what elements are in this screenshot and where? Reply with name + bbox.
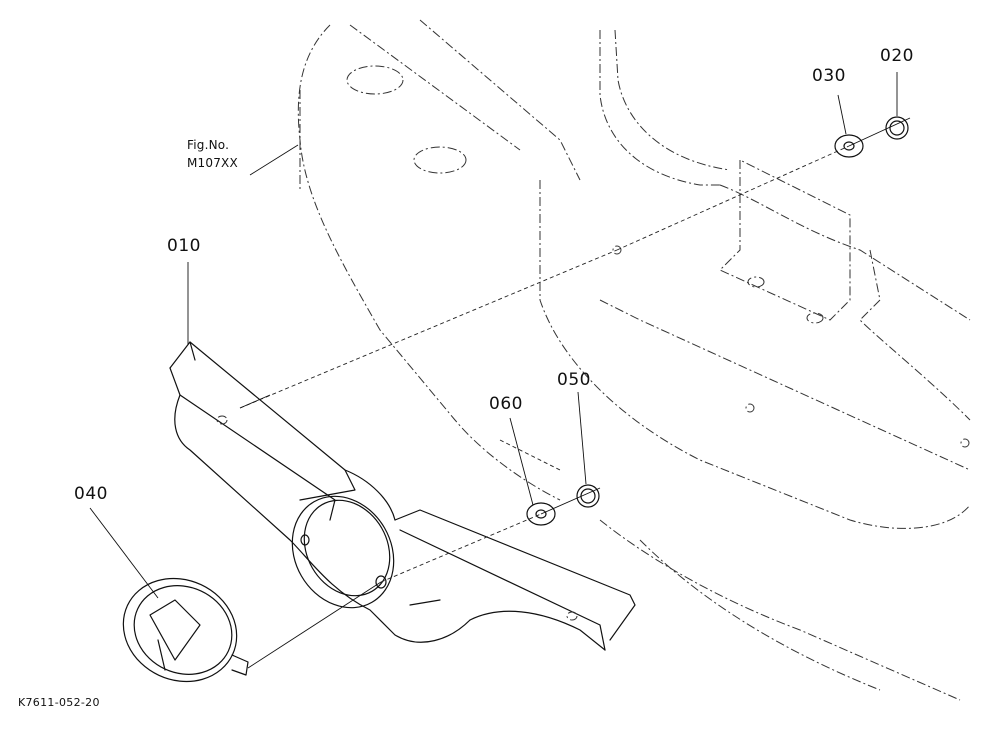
- drawing-code: K7611-052-20: [18, 696, 100, 709]
- front-grille-part: [169, 341, 636, 651]
- washer-060: [526, 502, 556, 526]
- callout-030: 030: [812, 66, 846, 86]
- callout-010: 010: [167, 236, 201, 256]
- callout-060: 060: [489, 394, 523, 414]
- nut-050: [576, 484, 600, 508]
- callout-050: 050: [557, 370, 591, 390]
- fig-number-value: M107XX: [187, 156, 238, 170]
- assembly-lines: [239, 117, 911, 669]
- fig-number-label: Fig.No.: [187, 138, 230, 152]
- emblem-part: [122, 577, 249, 683]
- callout-040: 040: [74, 484, 108, 504]
- fig-number-leader: [249, 144, 299, 176]
- callout-leaders: [89, 72, 898, 599]
- washer-030: [834, 134, 864, 158]
- nut-020: [885, 116, 909, 140]
- vehicle-body-outline: [297, 19, 971, 701]
- callout-020: 020: [880, 46, 914, 66]
